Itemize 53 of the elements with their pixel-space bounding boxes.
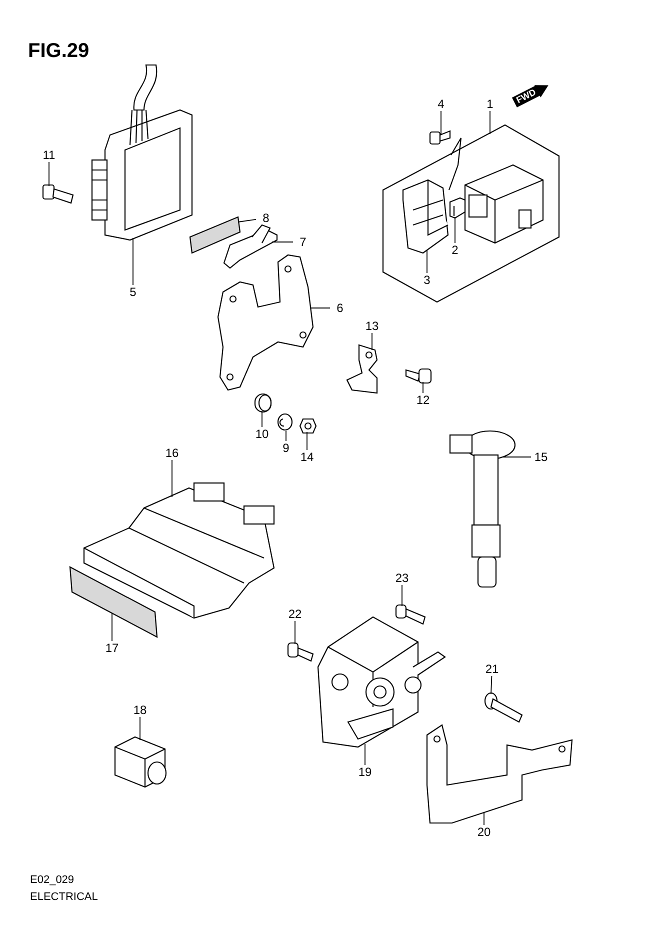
leader-line	[422, 382, 424, 394]
callout-number: 10	[252, 427, 272, 441]
callout-number: 11	[39, 148, 59, 162]
callout-number: 13	[362, 319, 382, 333]
footer-note: E02_029	[30, 874, 74, 886]
callout-number: 1	[480, 97, 500, 111]
throttle-sensor-drawing	[318, 617, 445, 750]
fuse-drawing	[450, 198, 465, 218]
callout-number: 3	[417, 273, 437, 287]
callout-number: 8	[256, 211, 276, 225]
pad-drawing	[190, 217, 240, 253]
leader-line	[48, 162, 50, 186]
footer-note: ELECTRICAL	[30, 891, 98, 903]
relay-cover-drawing	[403, 180, 448, 253]
leader-line	[238, 218, 256, 222]
cable-clamp-drawing	[347, 345, 378, 393]
bolt-drawing	[484, 693, 522, 722]
callout-number: 18	[130, 703, 150, 717]
assembly-frame	[383, 125, 559, 302]
collar-drawing	[277, 413, 293, 432]
callout-number: 20	[474, 825, 494, 839]
callout-number: 14	[297, 450, 317, 464]
callout-number: 23	[392, 571, 412, 585]
callout-number: 7	[293, 235, 313, 249]
bolt-drawing	[43, 183, 73, 205]
bolt-drawing	[406, 367, 432, 384]
callout-number: 16	[162, 446, 182, 460]
callout-number: 6	[330, 301, 350, 315]
leader-line	[426, 250, 428, 274]
nut-drawing	[300, 418, 316, 433]
leader-line	[364, 744, 366, 766]
leader-line	[294, 620, 296, 644]
sensor-drawing	[115, 737, 168, 787]
callout-number: 15	[531, 450, 551, 464]
leader-line	[440, 110, 442, 136]
callout-number: 22	[285, 607, 305, 621]
callout-number: 12	[413, 393, 433, 407]
figure-title: FIG.29	[28, 40, 90, 63]
callout-number: 21	[482, 662, 502, 676]
callout-number: 17	[102, 641, 122, 655]
leader-line	[490, 676, 492, 694]
callout-number: 4	[431, 97, 451, 111]
leader-line	[306, 432, 308, 450]
leader-line	[132, 238, 134, 286]
bolt-drawing	[288, 643, 313, 664]
leader-line	[502, 456, 532, 458]
callout-number: 5	[123, 285, 143, 299]
bolt-drawing	[430, 128, 450, 145]
callout-number: 9	[276, 441, 296, 455]
callout-number: 2	[445, 243, 465, 257]
callout-number: 19	[355, 765, 375, 779]
bolt-drawing	[396, 605, 425, 627]
label-pad-drawing	[70, 567, 157, 637]
